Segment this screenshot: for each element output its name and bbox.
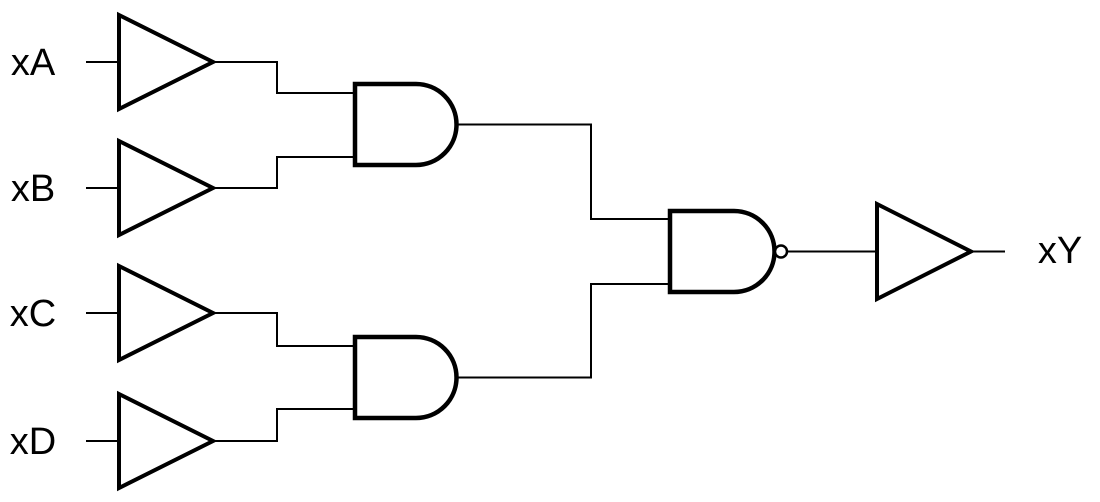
buffer-gate-output [875,200,976,303]
buffer-gate-c [117,262,218,364]
nand-gate [667,208,777,295]
buffer-gate-a [117,11,218,113]
input-label-xb: xB [11,168,55,210]
input-label-xd: xD [10,421,56,463]
wire-and-top-to-nand [456,123,670,220]
wire-and-bottom-to-nand [456,283,670,379]
buffer-gate-d [117,390,218,492]
wire-buffer-b-to-and-top [213,156,357,189]
nand-inversion-bubble [773,244,789,259]
and-gate-bottom [352,334,459,421]
wire-buffer-d-to-and-bottom [213,408,357,442]
wire-buffer-c-to-and-bottom [213,312,357,347]
wire-buffer-a-to-and-top [213,61,357,94]
input-label-xc: xC [10,293,56,335]
output-label-xy: xY [1038,230,1082,272]
buffer-gate-b [117,137,218,239]
and-gate-top [352,81,459,168]
input-label-xa: xA [11,42,56,84]
